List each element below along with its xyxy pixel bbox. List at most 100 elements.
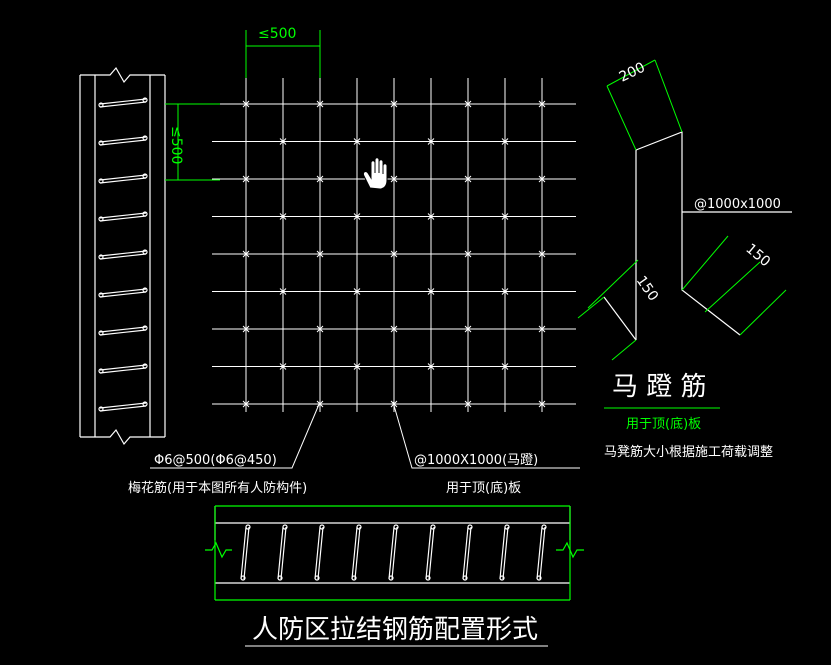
wall-tie-link: [99, 250, 147, 260]
rebar-dot: [98, 330, 104, 336]
tie-mark: [316, 250, 324, 258]
slab-breaklines: [205, 505, 584, 601]
rebar-mesh-grid: [212, 78, 576, 412]
wall-section-vertical: [79, 66, 166, 446]
tie-mark: [501, 288, 509, 295]
rebar-dot: [541, 524, 547, 530]
rebar-dot: [98, 406, 104, 412]
meihua-bar-spec: Φ6@500(Φ6@450): [154, 453, 277, 468]
wall-tie-link: [99, 288, 147, 298]
rebar-dot: [462, 575, 468, 581]
rebar-dot: [245, 524, 251, 530]
rebar-dot: [142, 135, 148, 141]
slab-usage-desc: 用于顶(底)板: [446, 480, 521, 496]
stool-note: 马凳筋大小根据施工荷载调整: [604, 444, 773, 460]
top-spacing-label: ≤500: [258, 26, 296, 42]
tie-mark: [464, 175, 472, 183]
tie-mark: [538, 325, 546, 333]
rebar-dot: [314, 575, 320, 581]
rebar-dot: [142, 363, 148, 369]
tie-mark: [538, 400, 546, 408]
rebar-dot: [142, 173, 148, 179]
tie-mark: [501, 138, 509, 145]
stool-dim-top-label: 200: [617, 59, 648, 85]
rebar-dot: [467, 524, 473, 530]
wall-tie-link: [99, 98, 147, 108]
tie-mark: [501, 213, 509, 220]
rebar-dot: [98, 102, 104, 108]
tie-mark: [538, 175, 546, 183]
leader-lines: [150, 401, 580, 469]
tie-mark: [390, 100, 398, 108]
wall-tie-link: [99, 136, 147, 146]
tie-mark: [242, 325, 250, 333]
rebar-dot: [536, 575, 542, 581]
slab-tie-link: [351, 526, 361, 580]
rebar-dot: [98, 140, 104, 146]
tie-mark: [353, 213, 361, 220]
grid-dimensions: [165, 30, 321, 181]
tie-mark: [353, 288, 361, 295]
stool-title: 马 蹬 筋: [612, 372, 707, 402]
tie-mark: [427, 138, 435, 145]
rebar-dot: [98, 254, 104, 260]
tie-mark: [353, 138, 361, 145]
drawing-title: 人防区拉结钢筋配置形式: [252, 615, 538, 645]
stool-spacing-spec: @1000X1000(马蹬): [414, 453, 538, 468]
rebar-dot: [98, 216, 104, 222]
rebar-dot: [499, 575, 505, 581]
slab-tie-link: [425, 526, 435, 580]
tie-mark: [279, 363, 287, 370]
rebar-dot: [388, 575, 394, 581]
wall-tie-link: [99, 212, 147, 222]
tie-mark: [390, 325, 398, 333]
stool-dim-left-label: 150: [633, 273, 661, 304]
slab-tie-link: [240, 526, 250, 580]
wall-tie-link: [99, 364, 147, 374]
rebar-dot: [240, 575, 246, 581]
hand-cursor-icon[interactable]: [363, 157, 388, 190]
stool-dimensions: [577, 59, 787, 409]
rebar-dot: [98, 368, 104, 374]
tie-mark: [464, 250, 472, 258]
tie-mark: [242, 250, 250, 258]
tie-mark: [279, 213, 287, 220]
rebar-dot: [142, 97, 148, 103]
rebar-dot: [98, 292, 104, 298]
slab-tie-link: [462, 526, 472, 580]
tie-mark: [538, 250, 546, 258]
tie-mark: [390, 250, 398, 258]
rebar-dot: [356, 524, 362, 530]
rebar-dot: [142, 401, 148, 407]
rebar-dot: [142, 287, 148, 293]
tie-mark: [464, 100, 472, 108]
tie-mark: [279, 138, 287, 145]
rebar-dot: [393, 524, 399, 530]
slab-section-horizontal: [214, 506, 571, 584]
slab-tie-link: [499, 526, 509, 580]
rebar-dot: [98, 178, 104, 184]
tie-mark: [316, 175, 324, 183]
stool-bar: [603, 131, 792, 341]
tie-mark: [464, 325, 472, 333]
meihua-bar-desc: 梅花筋(用于本图所有人防构件): [128, 480, 307, 496]
tie-mark: [538, 100, 546, 108]
tie-mark: [316, 100, 324, 108]
slab-tie-link: [536, 526, 546, 580]
tie-mark: [427, 213, 435, 220]
slab-tie-link: [277, 526, 287, 580]
tie-mark: [279, 288, 287, 295]
tie-mark: [316, 325, 324, 333]
rebar-dot: [142, 325, 148, 331]
stool-dim-right-label: 150: [742, 241, 773, 270]
rebar-dot: [282, 524, 288, 530]
rebar-dot: [504, 524, 510, 530]
stool-spacing-label: @1000x1000: [694, 197, 781, 212]
tie-mark: [464, 400, 472, 408]
wall-tie-link: [99, 326, 147, 336]
rebar-dot: [425, 575, 431, 581]
rebar-dot: [142, 249, 148, 255]
tie-mark: [242, 175, 250, 183]
slab-tie-link: [314, 526, 324, 580]
